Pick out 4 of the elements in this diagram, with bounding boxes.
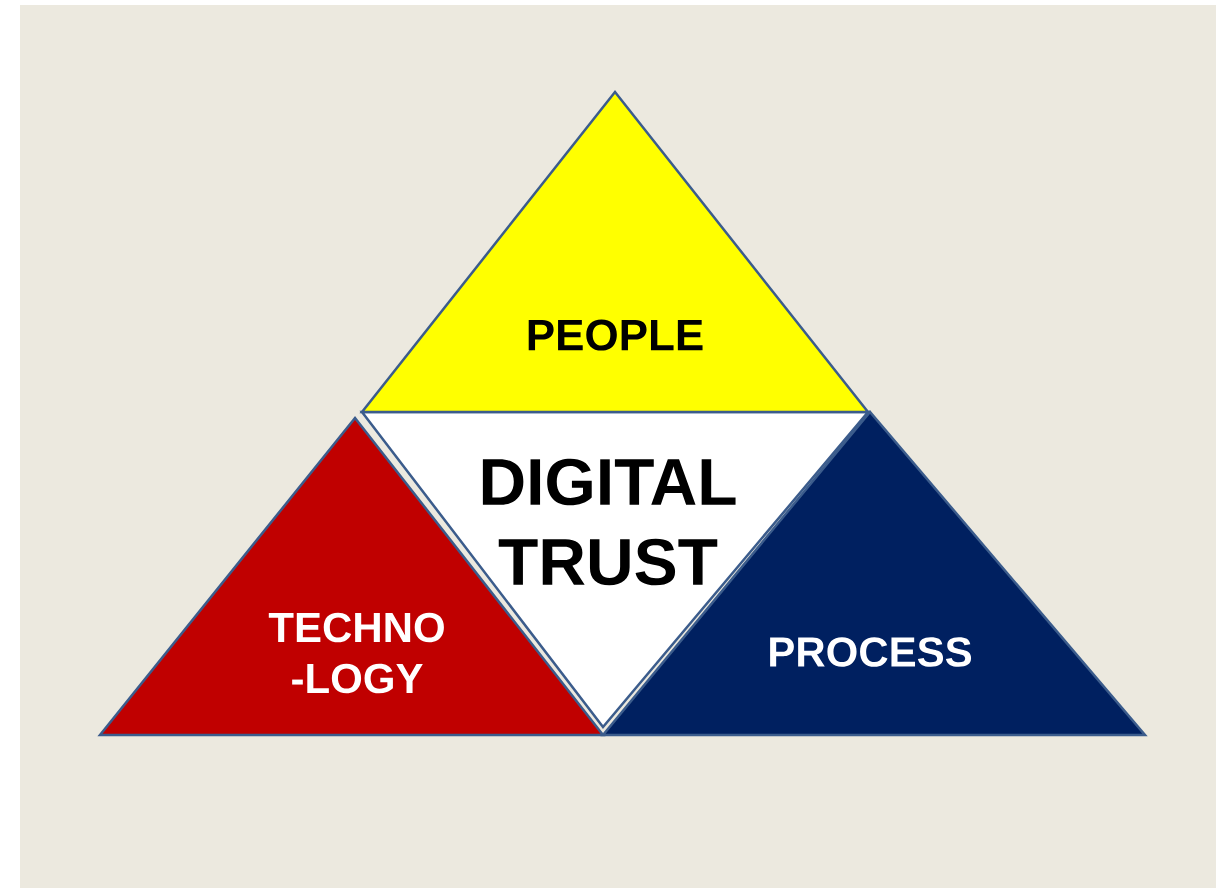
triangle-label: PEOPLE: [528, 319, 703, 351]
triangle-label: PROCESS: [770, 637, 972, 667]
triangle-label: DIGITAL TRUST: [482, 458, 736, 586]
triangle-label: TECHNO -LOGY: [268, 612, 444, 694]
